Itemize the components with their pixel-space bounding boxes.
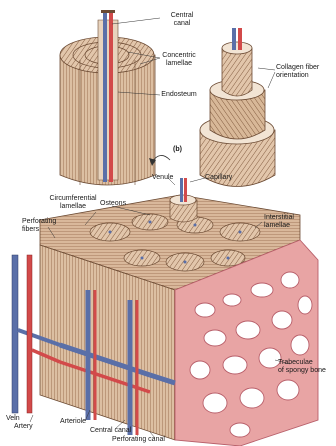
label-collagen-fiber-orientation: Collagen fiber orientation [276,64,334,80]
label-capillary: Capillary [205,174,232,182]
label-panel-b: (b) [173,146,182,154]
label-central-canal-bottom: Central canal [90,427,131,435]
collagen-lamellae-cylinder [200,28,275,187]
label-endosteum: Endosteum [156,91,202,99]
label-arteriole: Arteriole [60,418,86,426]
label-vein: Vein [6,415,20,423]
label-circumferential-lamellae: Circumferential lamellae [44,195,102,211]
osteon-cutaway [60,10,155,185]
label-central-canal-top: Central canal [162,12,202,28]
label-artery: Artery [14,423,33,431]
label-venule: Venule [152,174,173,182]
label-perforating-canal: Perforating canal [112,436,165,444]
label-osteons: Osteons [100,200,126,208]
label-trabeculae: Trabeculae of spongy bone [278,359,336,375]
label-interstitial-lamellae: Interstitial lamellae [264,214,314,230]
label-concentric-lamellae: Concentric lamellae [156,52,202,68]
label-perforating-fibers: Perforating fibers [22,218,62,234]
